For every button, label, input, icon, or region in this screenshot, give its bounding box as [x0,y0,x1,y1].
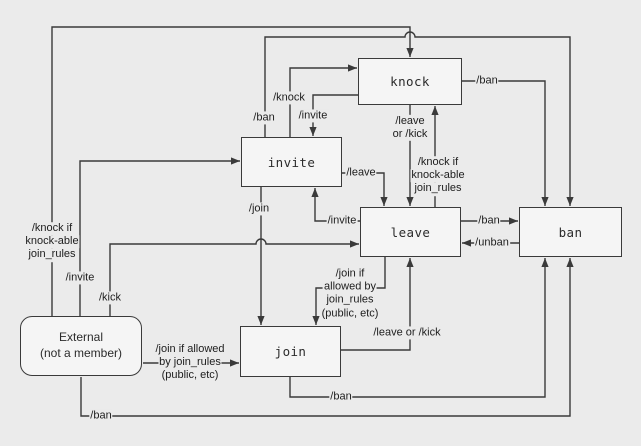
arrowhead-invite-to-leave [380,197,388,206]
edge-label-external-to-leave: /kick [98,291,122,305]
state-node-leave: leave [360,207,461,257]
edge-label-knock-to-ban: /ban [475,74,499,88]
state-node-ban: ban [519,207,622,257]
edge-join-to-ban [289,258,546,398]
arrowhead-leave-to-knock [431,106,439,115]
edge-join-to-leave [341,258,411,351]
arrowhead-external-to-join [230,359,239,367]
edge-label-invite-to-knock: /knock [272,91,306,105]
edge-external-to-invite [79,160,240,316]
edge-knock-to-ban [462,80,546,206]
edge-label-join-to-ban: /ban [329,390,353,404]
arrowhead-ban-to-leave [462,239,471,247]
arrowhead-knock-to-leave [406,197,414,206]
arrowhead-external-to-ban [566,258,574,267]
edge-label-invite-to-join: /join [247,202,271,216]
arrowhead-knock-to-ban [541,197,549,206]
arrowhead-external-to-knock [406,48,414,57]
edge-label-ban-to-leave: /unban [474,236,510,250]
edge-label-leave-to-invite: /invite [326,214,358,228]
state-node-knock: knock [358,58,462,105]
state-node-label: ban [558,224,583,240]
arrowhead-leave-to-ban [509,217,518,225]
edge-invite-to-knock [289,67,357,137]
state-node-label: External [58,330,104,345]
edge-label-invite-to-leave: /leave [345,166,377,180]
state-node-label: join [274,344,307,359]
arrowhead-invite-to-ban [566,197,574,206]
arrowhead-external-to-leave [350,240,359,248]
arrowhead-join-to-leave [406,258,414,267]
edge-label-join-to-leave: /leave or /kick [372,326,442,340]
state-node-label: knock [390,74,430,89]
edge-external-to-ban [80,258,571,417]
state-node-external: External(not a member) [20,316,142,376]
edge-label-invite-to-ban: /ban [252,111,276,125]
state-node-label: leave [390,224,431,240]
edge-label-leave-to-ban: /ban [477,214,501,228]
arrowhead-external-to-invite [231,157,240,165]
arrowhead-invite-to-join [257,316,265,325]
edge-label-external-to-invite: /invite [64,271,96,285]
edge-external-to-leave [109,238,359,316]
arrowhead-join-to-ban [541,258,549,267]
edge-external-to-knock [51,26,411,316]
state-node-invite: invite [241,137,342,187]
edge-label-knock-to-invite: /invite [297,109,329,123]
edge-invite-to-ban [264,31,571,206]
arrowhead-knock-to-invite [309,127,317,136]
state-node-label: (not a member) [39,346,123,360]
state-node-join: join [240,326,341,377]
arrowhead-leave-to-join [312,316,320,325]
edge-label-external-to-ban: /ban [89,409,113,423]
state-node-label: invite [267,154,316,170]
arrowhead-invite-to-knock [348,64,357,72]
arrowhead-leave-to-invite [311,188,319,197]
